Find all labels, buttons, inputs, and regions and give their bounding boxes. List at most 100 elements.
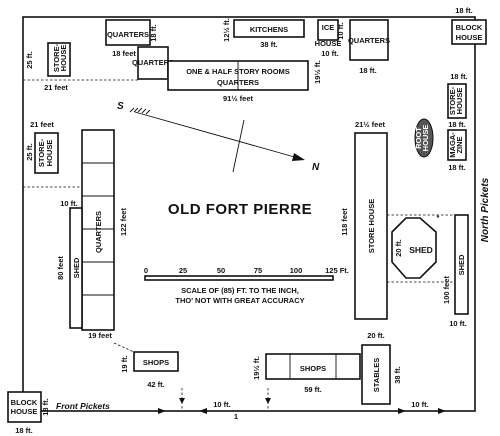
shed-w-dim-bottom: 19 feet: [88, 331, 112, 340]
root-house-shape: [414, 118, 434, 158]
quarters-ne-box: [349, 19, 389, 61]
block-house-sw-dim-side: 18 ft.: [41, 398, 50, 416]
block-house-ne: BLOCK HOUSE 18 ft. 18 ft.: [450, 6, 487, 81]
shed-oct-label: SHED: [409, 245, 433, 255]
stables-box: [361, 344, 391, 405]
storehouse-nw-label-2: HOUSE: [59, 45, 68, 72]
storehouse-ne-label-1: STORE-: [448, 86, 457, 115]
storehouse-e-dim-side: 118 feet: [340, 208, 349, 236]
quarters-nw: QUARTERS 18 feet 18 ft.: [105, 19, 158, 58]
story-rooms-label-2: QUARTERS: [217, 78, 259, 87]
quarters-ne: QUARTERS 18 ft.: [348, 19, 390, 75]
gate-a-dim: 10 ft.: [213, 400, 231, 409]
root-house: ROOT HOUSE: [414, 118, 434, 158]
shops-s2-label: SHOPS: [300, 364, 326, 373]
stables-label: STABLES: [372, 358, 381, 392]
stables-dim-top: 20 ft.: [367, 331, 385, 340]
compass-line: [134, 111, 299, 159]
shed-oct-shape: [391, 217, 437, 279]
shed-e-box: [454, 214, 469, 315]
shed-e-dim-side: 100 feet: [442, 276, 451, 304]
front-pickets: Front Pickets 10 ft. 10 ft. 1: [56, 388, 446, 421]
scale-caption-2: THO' NOT WITH GREAT ACCURACY: [175, 296, 304, 305]
kitchens: KITCHENS 38 ft. 12½ ft.: [222, 18, 305, 49]
compass-n: N: [312, 162, 320, 173]
scale-bar: 0 25 50 75 100 125 Ft. SCALE OF (85) FT.…: [144, 266, 349, 305]
storehouse-ne-box: [447, 83, 467, 119]
block-house-ne-dim-side: 18 ft.: [450, 72, 468, 81]
magazine-dim: 18 ft.: [448, 163, 466, 172]
scale-tick-125: 125 Ft.: [325, 266, 349, 275]
compass-s: S: [117, 101, 124, 112]
ice-house: ICE HOUSE 10 ft. 10 ft.: [315, 19, 345, 58]
block-house-sw-box: [7, 391, 42, 423]
quarters-nw-dim-bottom: 18 feet: [112, 49, 136, 58]
root-house-label-1: ROOT: [414, 127, 423, 149]
scale-tick-0: 0: [144, 266, 148, 275]
storehouse-e-label: STORE HOUSE: [367, 199, 376, 253]
quarters-w-dim-top: 10 ft.: [60, 199, 78, 208]
quarters-ne-dim-bottom: 18 ft.: [359, 66, 377, 75]
block-house-ne-label-2: HOUSE: [456, 33, 483, 42]
ice-house-dim-side: 10 ft.: [336, 22, 345, 40]
storehouse-w: STORE- HOUSE 21 feet 25 ft.: [25, 120, 59, 174]
magazine-label-1: MAGA-: [448, 132, 457, 158]
stables: STABLES 20 ft. 38 ft.: [361, 331, 402, 405]
shed-oct-star: *: [437, 213, 440, 222]
kitchens-dim-bottom: 38 ft.: [260, 40, 278, 49]
magazine: MAGA- ZINE 18 ft.: [447, 129, 467, 172]
storehouse-nw-dim-bottom: 21 feet: [44, 83, 68, 92]
shed-w: SHED 80 feet 19 feet: [56, 207, 112, 340]
front-pickets-label: Front Pickets: [56, 401, 110, 411]
quarters-n-label: QUARTERS: [132, 58, 174, 67]
scale-tick-75: 75: [254, 266, 262, 275]
shed-w-box: [69, 207, 83, 329]
story-rooms-dim-bottom: 91½ feet: [223, 94, 254, 103]
picket-arrow-1: [158, 408, 166, 414]
picket-arrow-4: [438, 408, 446, 414]
story-rooms-dim-side: 19½ ft.: [313, 60, 322, 84]
storehouse-w-dim-side: 25 ft.: [25, 143, 34, 161]
storehouse-w-box: [34, 132, 59, 174]
storehouse-w-label-2: HOUSE: [45, 140, 54, 167]
kitchens-box: [233, 19, 305, 38]
shops-s2: SHOPS 59 ft. 19½ ft.: [252, 353, 361, 394]
gate-arrow-1: [179, 398, 185, 404]
storehouse-nw: STORE- HOUSE 21 feet 25 ft.: [25, 42, 71, 92]
gate-center-mark: 1: [234, 412, 238, 421]
shops-s: SHOPS 42 ft. 19 ft.: [120, 351, 179, 389]
compass-arrowhead: [292, 153, 305, 161]
storehouse-e-dim-top: 21½ feet: [355, 120, 386, 129]
storehouse-w-dim-top: 21 feet: [30, 120, 54, 129]
scale-caption-1: SCALE OF (85) FT. TO THE INCH,: [181, 286, 299, 295]
block-house-ne-box: [451, 19, 487, 45]
quarters-ne-label: QUARTERS: [348, 36, 390, 45]
plan-title: OLD FORT PIERRE: [168, 201, 312, 218]
shops-s2-box: [265, 353, 361, 380]
kitchens-label: KITCHENS: [250, 25, 288, 34]
storehouse-ne: STORE- HOUSE 18 ft.: [447, 83, 467, 129]
magazine-label-2: ZINE: [455, 136, 464, 153]
sw-dashed-line: [113, 342, 135, 353]
ice-house-label-2: HOUSE: [315, 39, 342, 48]
block-house-sw: BLOCK HOUSE 18 ft. 18 ft.: [7, 391, 50, 435]
story-rooms-label-1: ONE & HALF STORY ROOMS: [186, 67, 290, 76]
picket-arrow-3: [398, 408, 406, 414]
shed-e: SHED 100 feet 10 ft.: [442, 214, 469, 328]
compass: S N: [117, 101, 320, 173]
ice-house-label-1: ICE: [322, 23, 335, 32]
picket-arrow-2: [199, 408, 207, 414]
stables-dim-side: 38 ft.: [393, 366, 402, 384]
quarters-nw-box: [105, 19, 151, 46]
block-house-ne-dim-top: 18 ft.: [455, 6, 473, 15]
magazine-box: [447, 129, 467, 161]
shops-s-dim-bottom: 42 ft.: [147, 380, 165, 389]
quarters-w-label: QUARTERS: [94, 211, 103, 253]
shops-s2-dim-side: 19½ ft.: [252, 356, 261, 380]
storehouse-ne-dim: 18 ft.: [448, 120, 466, 129]
storehouse-nw-label-1: STORE-: [52, 43, 61, 72]
story-rooms: ONE & HALF STORY ROOMS QUARTERS 91½ feet…: [167, 60, 322, 103]
shops-s2-dim-bottom: 59 ft.: [304, 385, 322, 394]
gate-b-dim: 10 ft.: [411, 400, 429, 409]
north-pickets-label: North Pickets: [480, 177, 491, 242]
